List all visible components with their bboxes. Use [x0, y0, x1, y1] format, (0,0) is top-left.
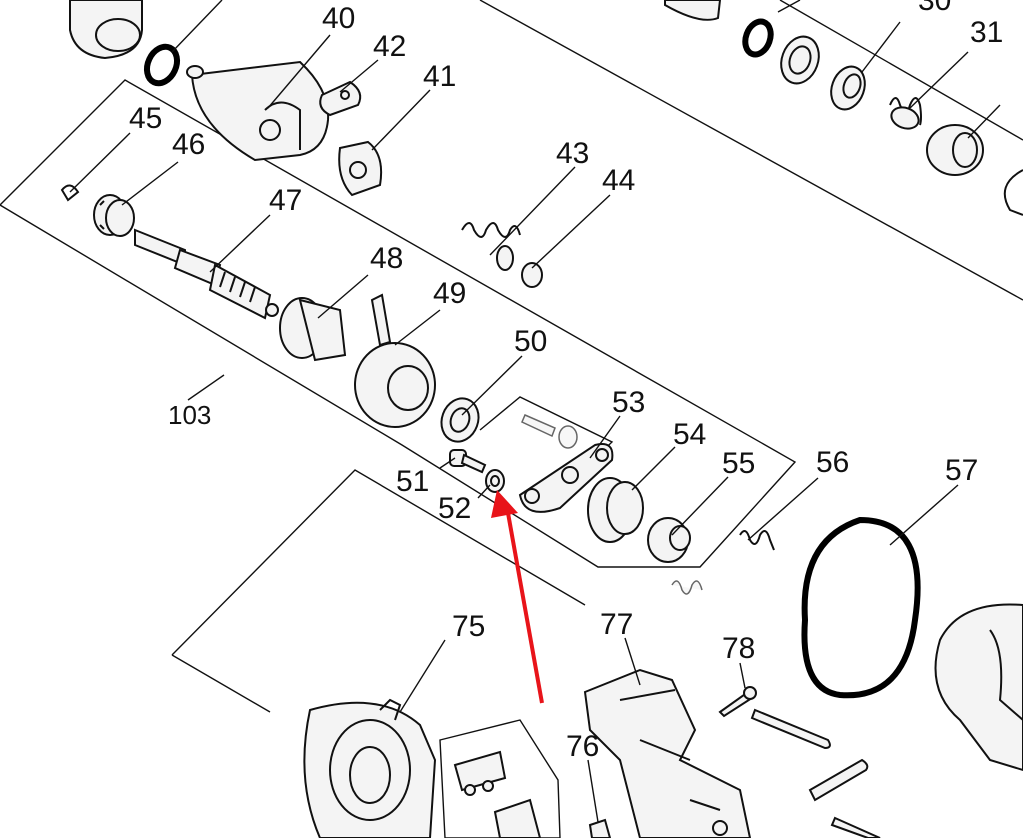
- label-53: 53: [612, 386, 645, 419]
- part-43-spring: [461, 222, 521, 271]
- part-pin-c: [830, 816, 881, 838]
- label-56: 56: [816, 446, 849, 479]
- label-31: 31: [970, 16, 1003, 49]
- part-54-bearing: [587, 477, 644, 543]
- part-55-bearing: [647, 517, 691, 563]
- part-56-ghost-spring: [671, 580, 703, 595]
- label-54: 54: [673, 418, 706, 451]
- label-46: 46: [172, 128, 205, 161]
- part-44-cap: [521, 262, 543, 288]
- part-o-ring-top-left: [143, 43, 181, 87]
- annotation-arrow: [491, 490, 544, 704]
- motor-group-outline: [171, 469, 586, 656]
- part-45-clip: [60, 184, 80, 202]
- label-76: 76: [566, 730, 599, 763]
- part-washer-top-right: [780, 35, 820, 85]
- part-shaft-top-right: [664, 0, 722, 21]
- part-30-bearing: [830, 65, 866, 111]
- part-47-spindle: [134, 228, 279, 320]
- part-52-washer: [485, 469, 505, 493]
- label-44: 44: [602, 164, 635, 197]
- upper-assembly-outline-2: [779, 0, 1023, 141]
- part-48-clutch: [279, 297, 347, 362]
- motor-group-outline-lower: [171, 654, 271, 713]
- part-51-bolt: [449, 449, 487, 474]
- label-30: 30: [918, 0, 951, 17]
- label-77: 77: [600, 608, 633, 641]
- part-46-gear: [93, 194, 135, 237]
- part-brush-plate: [439, 719, 561, 838]
- part-76-screw: [588, 818, 612, 838]
- label-55: 55: [722, 447, 755, 480]
- assembly-outline-103: [0, 79, 797, 568]
- label-48: 48: [370, 242, 403, 275]
- label-43: 43: [556, 137, 589, 170]
- annotation-arrow-head: [491, 490, 518, 518]
- part-49-housing: [354, 293, 436, 428]
- label-57: 57: [945, 454, 978, 487]
- part-housing-right: [934, 603, 1023, 772]
- label-78: 78: [722, 632, 755, 665]
- part-number-labels: 40 42 41 30 31 45 46 47 43 44 48 49 50 1…: [129, 0, 1003, 763]
- label-51: 51: [396, 465, 429, 498]
- part-cylinder-top-left: [69, 0, 143, 60]
- label-52: 52: [438, 492, 471, 525]
- part-75-stator: [303, 698, 437, 838]
- label-47: 47: [269, 184, 302, 217]
- label-50: 50: [514, 325, 547, 358]
- part-41-plate: [338, 140, 383, 197]
- part-78-screw: [718, 686, 757, 718]
- part-ring-right: [926, 124, 984, 176]
- part-56-spring: [739, 530, 775, 551]
- part-57-o-ring: [801, 516, 921, 699]
- label-41: 41: [423, 60, 456, 93]
- part-53-link-plate: [518, 443, 614, 513]
- label-40: 40: [322, 2, 355, 35]
- leader-lines: [69, 0, 1001, 823]
- label-103: 103: [168, 400, 211, 430]
- part-53-ghost-bolt: [521, 414, 578, 449]
- part-31-spring: [889, 97, 922, 130]
- part-40-sleeve: [186, 60, 330, 162]
- part-42-pin: [319, 80, 362, 117]
- upper-assembly-outline: [479, 0, 1023, 301]
- part-o-ring-top-right: [742, 18, 774, 58]
- part-50-washer: [440, 397, 480, 443]
- label-45: 45: [129, 102, 162, 135]
- annotation-arrow-shaft: [506, 512, 544, 704]
- part-circlip-right: [1003, 169, 1023, 216]
- part-77-frame: [583, 668, 752, 838]
- part-pin-a: [750, 708, 831, 750]
- label-75: 75: [452, 610, 485, 643]
- label-42: 42: [373, 30, 406, 63]
- part-pin-b: [808, 758, 869, 802]
- label-49: 49: [433, 277, 466, 310]
